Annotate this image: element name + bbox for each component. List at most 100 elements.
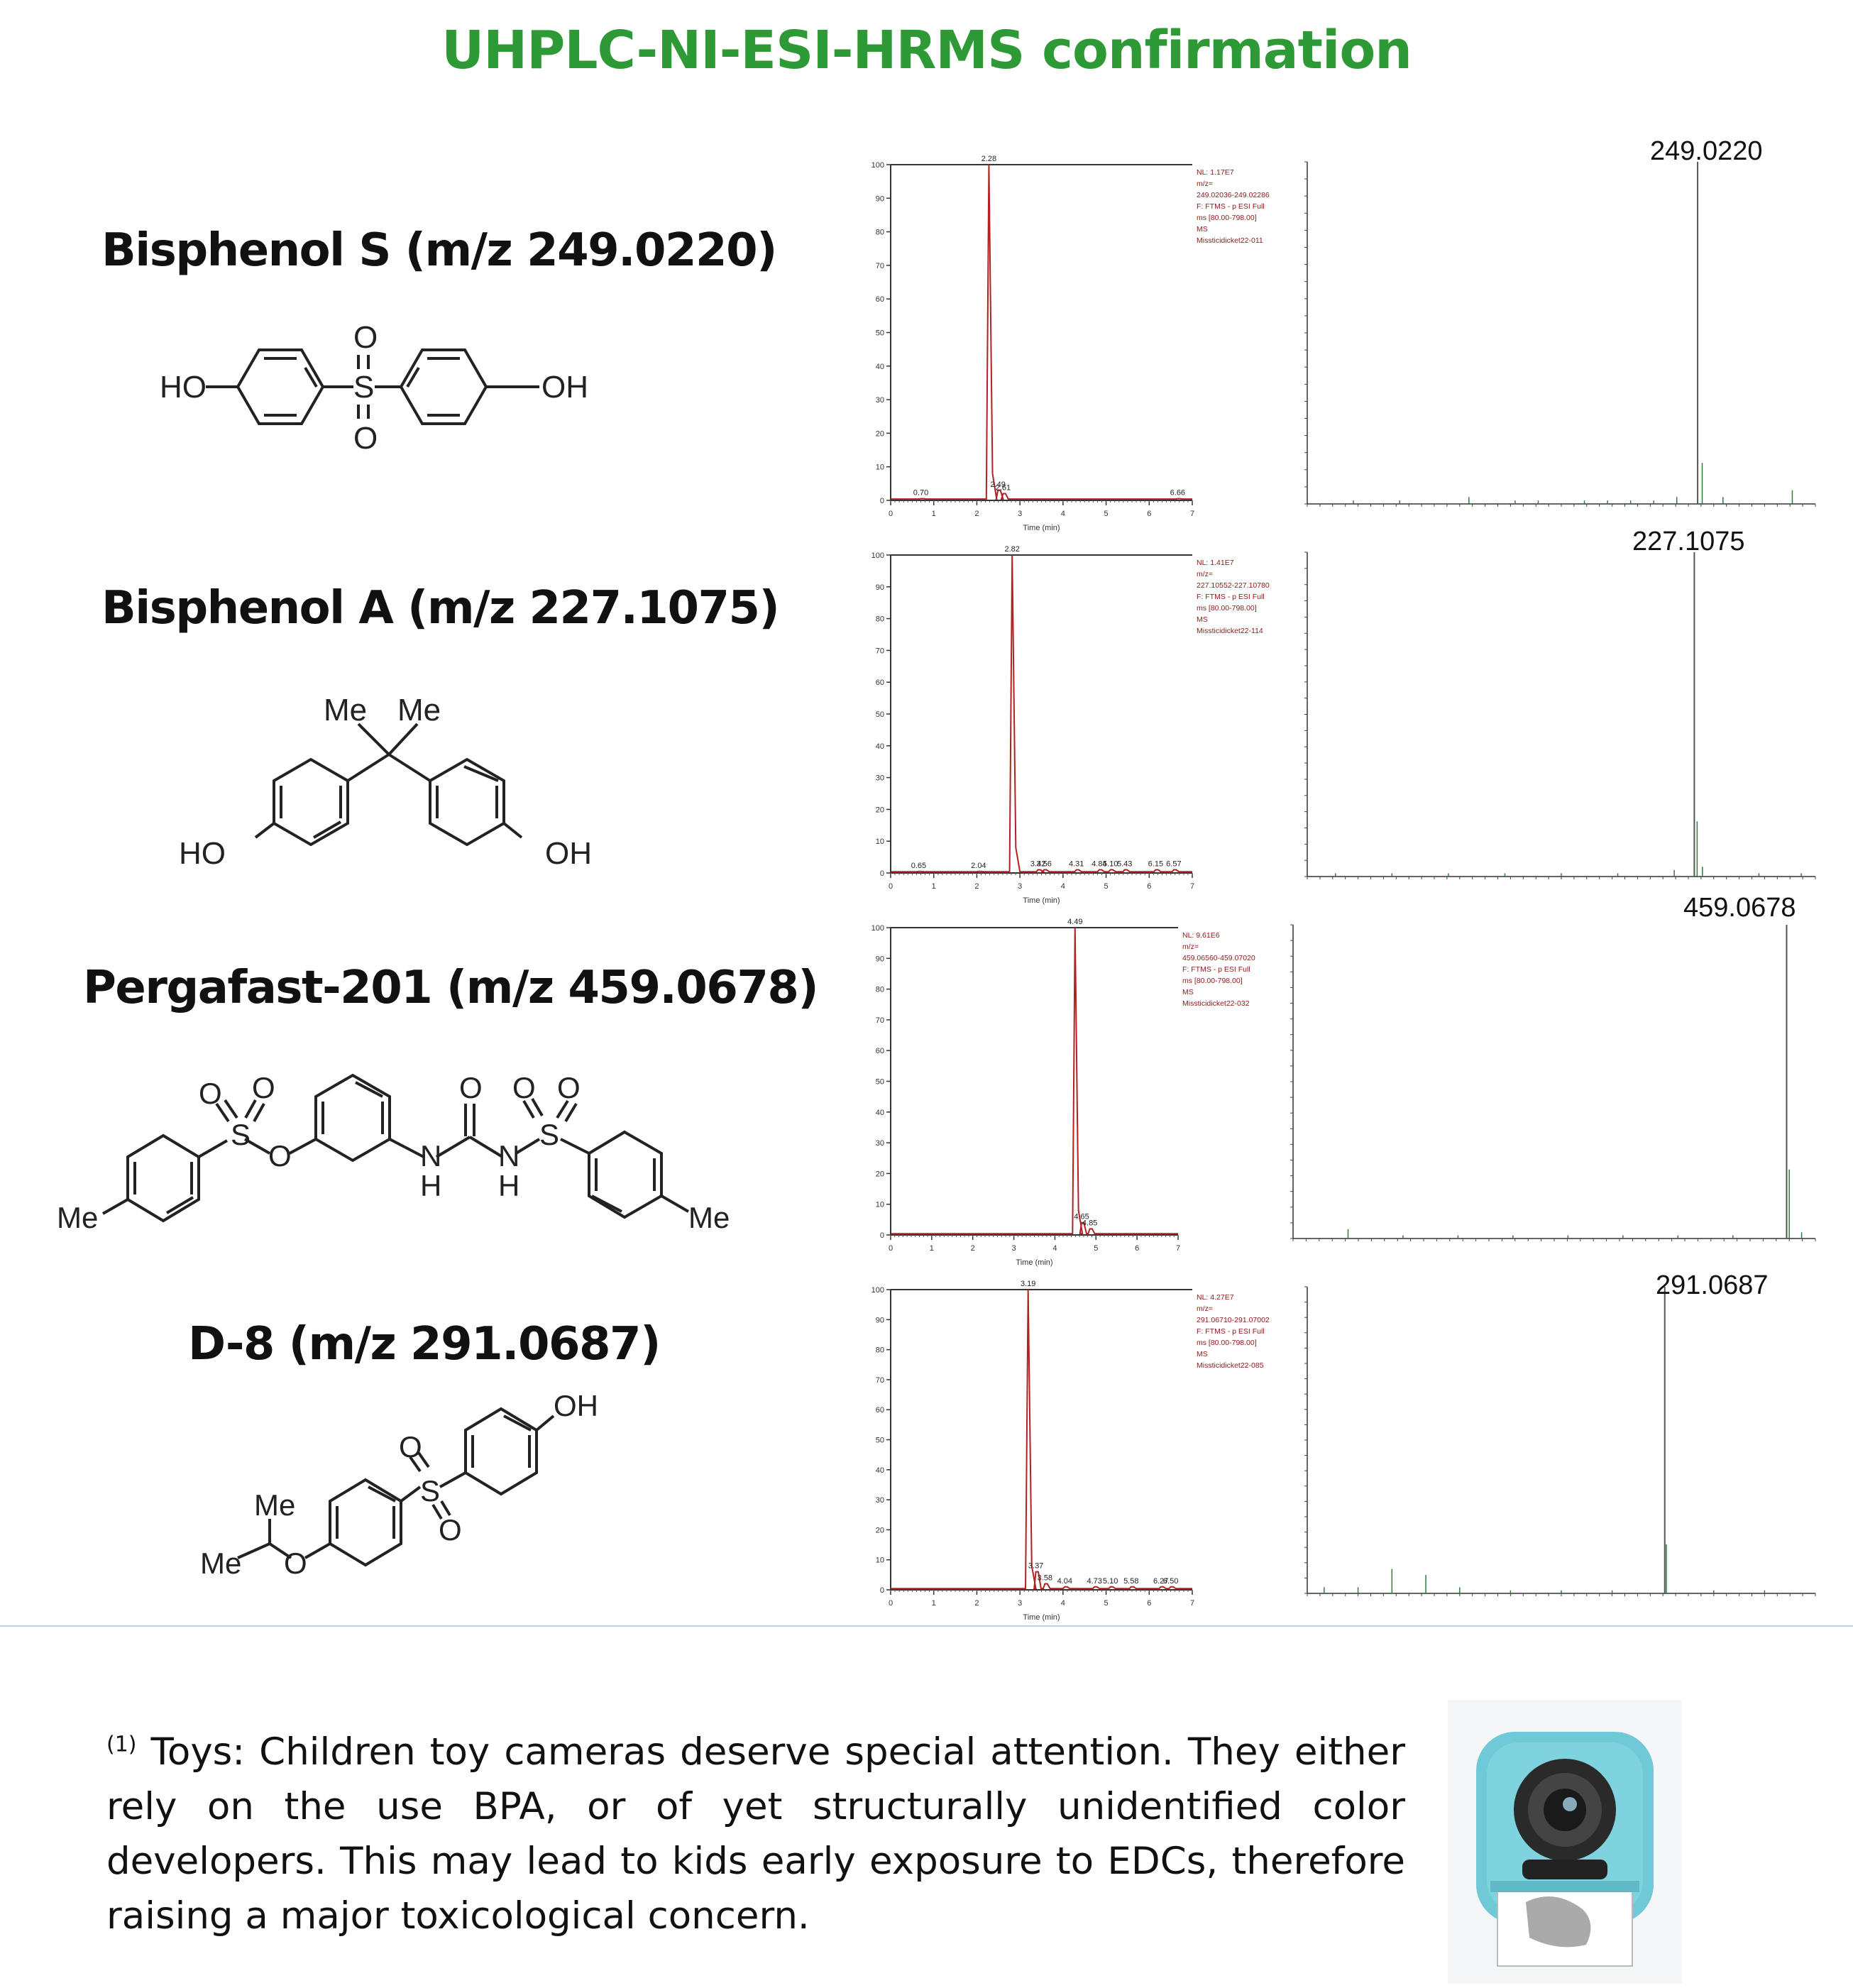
- y-tick-label: 50: [876, 1078, 884, 1087]
- x-tick-label: 5: [1104, 1599, 1109, 1608]
- chromatogram-info-line: Missticidicket22-032: [1182, 999, 1250, 1008]
- compound-label-bisphenol-a: Bisphenol A (m/z 227.1075): [101, 582, 780, 635]
- chromatogram-info-line: Missticidicket22-085: [1197, 1361, 1264, 1370]
- y-tick-label: 80: [876, 615, 884, 624]
- chromatogram-info-line: 227.10552-227.10780: [1197, 581, 1270, 590]
- y-tick-label: 70: [876, 1016, 884, 1025]
- peak-label: 2.61: [996, 484, 1011, 493]
- x-tick-label: 7: [1190, 1599, 1194, 1608]
- x-axis-label: Time (min): [1016, 1258, 1052, 1267]
- peak-label: 5.10: [1103, 860, 1118, 869]
- x-tick-label: 0: [889, 1599, 893, 1608]
- chromatogram-trace: [891, 164, 1192, 500]
- pergafast-201-structure: O O S O O N H N H O O S Me Me: [57, 1071, 730, 1234]
- atom-o-top: O: [353, 320, 378, 355]
- y-tick-label: 100: [871, 924, 884, 933]
- x-tick-label: 4: [1052, 1244, 1057, 1253]
- x-tick-label: 6: [1147, 882, 1151, 891]
- chromatogram-info-line: F: FTMS - p ESI Full: [1182, 965, 1250, 974]
- peak-label: 3.56: [1036, 860, 1051, 869]
- y-tick-label: 10: [876, 1201, 884, 1209]
- mz-label-pergafast-201: 459.0678: [1683, 893, 1796, 923]
- atom-o-1: O: [199, 1077, 222, 1110]
- peak-label: 5.10: [1103, 1577, 1118, 1586]
- chromatogram-info-line: m/z=: [1197, 1305, 1213, 1313]
- y-tick-label: 50: [876, 329, 884, 338]
- atom-o-top: O: [399, 1430, 422, 1463]
- y-tick-label: 100: [871, 551, 884, 560]
- y-tick-label: 90: [876, 583, 884, 592]
- atom-ho: HO: [179, 836, 226, 871]
- peak-label: 0.70: [913, 489, 928, 498]
- x-tick-label: 4: [1061, 1599, 1065, 1608]
- atom-n-2: N: [498, 1139, 519, 1173]
- y-tick-label: 40: [876, 1466, 884, 1475]
- y-tick-label: 40: [876, 363, 884, 371]
- peak-label: 3.37: [1028, 1562, 1043, 1571]
- chromatogram-info-line: 291.06710-291.07002: [1197, 1316, 1270, 1324]
- atom-s: S: [420, 1474, 440, 1508]
- chromatogram-info-line: MS: [1182, 988, 1194, 996]
- x-tick-label: 7: [1190, 510, 1194, 518]
- y-tick-label: 90: [876, 1316, 884, 1324]
- chromatogram-info-line: MS: [1197, 615, 1208, 624]
- x-tick-label: 2: [974, 1599, 979, 1608]
- atom-me-right: Me: [688, 1201, 730, 1234]
- y-tick-label: 20: [876, 806, 884, 814]
- y-tick-label: 80: [876, 229, 884, 237]
- chromatogram-trace: [891, 927, 1178, 1235]
- y-tick-label: 0: [880, 1231, 884, 1240]
- x-tick-label: 1: [932, 882, 936, 891]
- y-tick-label: 100: [871, 1286, 884, 1295]
- y-tick-label: 0: [880, 1586, 884, 1595]
- x-tick-label: 6: [1147, 1599, 1151, 1608]
- peak-label: 2.04: [971, 862, 986, 870]
- peak-label: 6.57: [1166, 860, 1181, 869]
- atom-ho: HO: [160, 370, 207, 405]
- chromatogram-info-line: ms [80.00-798.00]: [1197, 604, 1257, 613]
- x-tick-label: 0: [889, 1244, 893, 1253]
- peak-label: 4.49: [1067, 918, 1082, 926]
- y-tick-label: 60: [876, 679, 884, 687]
- chromatogram-info-line: F: FTMS - p ESI Full: [1197, 202, 1265, 211]
- atom-me-top: Me: [254, 1488, 295, 1522]
- peak-label: 5.43: [1117, 860, 1132, 869]
- y-tick-label: 100: [871, 161, 884, 170]
- y-tick-label: 60: [876, 1406, 884, 1415]
- peak-label: 6.15: [1148, 860, 1163, 869]
- y-tick-label: 10: [876, 1556, 884, 1565]
- mass-spectrum-pergafast-201: [1290, 924, 1816, 1241]
- bisphenol-a-structure: Me Me HO OH: [179, 693, 592, 871]
- x-tick-label: 0: [889, 882, 893, 891]
- x-tick-label: 4: [1061, 882, 1065, 891]
- x-tick-label: 5: [1104, 510, 1109, 518]
- atom-o-2: O: [252, 1071, 275, 1104]
- y-tick-label: 90: [876, 955, 884, 963]
- peak-label: 6.66: [1170, 489, 1185, 498]
- atom-o-ether: O: [284, 1547, 307, 1580]
- y-tick-label: 20: [876, 429, 884, 438]
- chromatogram-info-line: m/z=: [1182, 943, 1199, 951]
- y-tick-label: 70: [876, 262, 884, 270]
- chromatogram-trace: [891, 1289, 1192, 1590]
- y-tick-label: 40: [876, 1109, 884, 1117]
- peak-label: 4.65: [1074, 1213, 1089, 1221]
- atom-o-4: O: [557, 1071, 581, 1104]
- mass-spectrum-d8: [1304, 1286, 1816, 1596]
- y-tick-label: 30: [876, 396, 884, 405]
- compound-label-d8: D-8 (m/z 291.0687): [188, 1318, 661, 1371]
- peak-label: 5.58: [1123, 1577, 1138, 1586]
- atom-oh: OH: [545, 836, 592, 871]
- chromatogram-info-line: Missticidicket22-114: [1197, 627, 1263, 635]
- chromatogram-info-line: NL: 4.27E7: [1197, 1293, 1234, 1302]
- y-tick-label: 80: [876, 986, 884, 994]
- y-tick-label: 90: [876, 194, 884, 203]
- atom-s-1: S: [231, 1118, 251, 1151]
- x-tick-label: 4: [1061, 510, 1065, 518]
- bisphenol-s-structure: HO O S O OH: [160, 320, 588, 456]
- y-tick-label: 10: [876, 463, 884, 472]
- atom-o-ether: O: [268, 1139, 292, 1173]
